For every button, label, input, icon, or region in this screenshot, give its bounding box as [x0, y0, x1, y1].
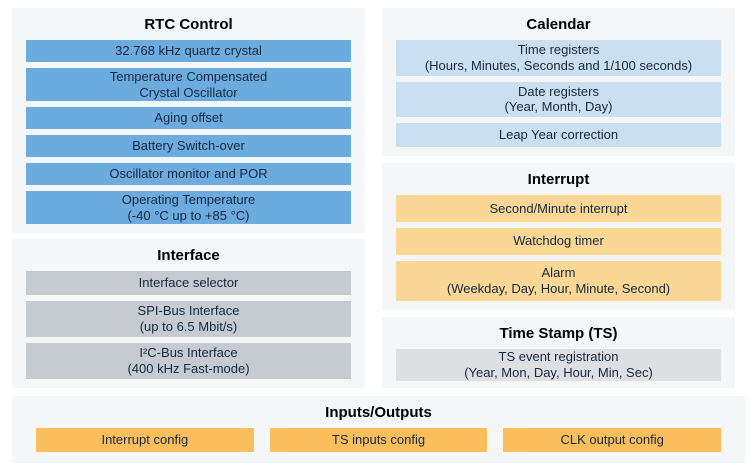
rtc-bar-battery-switch-over: Battery Switch-over	[26, 135, 351, 157]
interface-bar-spi: SPI-Bus Interface (up to 6.5 Mbit/s)	[26, 301, 351, 337]
interrupt-bar-watchdog: Watchdog timer	[396, 227, 721, 255]
panel-rtc-control: RTC Control 32.768 kHz quartz crystal Te…	[12, 8, 365, 233]
timestamp-bar-ts-event: TS event registration (Year, Mon, Day, H…	[396, 349, 721, 381]
panel-title-interface: Interface	[157, 247, 220, 264]
io-bar-clk-output-config: CLK output config	[503, 428, 722, 452]
interrupt-bar-second-minute: Second/Minute interrupt	[396, 195, 721, 222]
rtc-control-bars: 32.768 kHz quartz crystal Temperature Co…	[26, 40, 351, 224]
interface-bar-i2c: I²C-Bus Interface (400 kHz Fast-mode)	[26, 343, 351, 379]
diagram-columns: RTC Control 32.768 kHz quartz crystal Te…	[12, 8, 745, 388]
rtc-bar-oscillator-monitor-por: Oscillator monitor and POR	[26, 163, 351, 185]
interrupt-bar-alarm: Alarm (Weekday, Day, Hour, Minute, Secon…	[396, 260, 721, 301]
panel-calendar: Calendar Time registers (Hours, Minutes,…	[382, 8, 735, 156]
panel-title-time-stamp: Time Stamp (TS)	[499, 325, 618, 342]
right-column: Calendar Time registers (Hours, Minutes,…	[382, 8, 735, 388]
rtc-bar-aging-offset: Aging offset	[26, 107, 351, 129]
calendar-bar-date-registers: Date registers (Year, Month, Day)	[396, 81, 721, 118]
rtc-bar-quartz-crystal: 32.768 kHz quartz crystal	[26, 40, 351, 62]
inputs-outputs-bars: Interrupt config TS inputs config CLK ou…	[26, 428, 731, 454]
io-bar-ts-inputs-config: TS inputs config	[269, 428, 488, 452]
panel-time-stamp: Time Stamp (TS) TS event registration (Y…	[382, 317, 735, 388]
panel-inputs-outputs: Inputs/Outputs Interrupt config TS input…	[12, 396, 745, 463]
interface-bars: Interface selector SPI-Bus Interface (up…	[26, 271, 351, 379]
panel-interrupt: Interrupt Second/Minute interrupt Watchd…	[382, 163, 735, 310]
panel-title-rtc-control: RTC Control	[144, 16, 233, 33]
time-stamp-bars: TS event registration (Year, Mon, Day, H…	[396, 349, 721, 381]
interrupt-bars: Second/Minute interrupt Watchdog timer A…	[396, 195, 721, 301]
calendar-bar-time-registers: Time registers (Hours, Minutes, Seconds …	[396, 40, 721, 76]
rtc-bar-operating-temperature: Operating Temperature (-40 °C up to +85 …	[26, 191, 351, 224]
interface-bar-selector: Interface selector	[26, 271, 351, 295]
panel-title-interrupt: Interrupt	[527, 171, 590, 188]
panel-interface: Interface Interface selector SPI-Bus Int…	[12, 239, 365, 388]
calendar-bars: Time registers (Hours, Minutes, Seconds …	[396, 40, 721, 147]
io-bar-interrupt-config: Interrupt config	[36, 428, 254, 452]
panel-title-calendar: Calendar	[526, 16, 591, 33]
calendar-bar-leap-year: Leap Year correction	[396, 123, 721, 147]
panel-title-inputs-outputs: Inputs/Outputs	[325, 404, 432, 421]
left-column: RTC Control 32.768 kHz quartz crystal Te…	[12, 8, 365, 388]
rtc-bar-tcxo: Temperature Compensated Crystal Oscillat…	[26, 68, 351, 101]
